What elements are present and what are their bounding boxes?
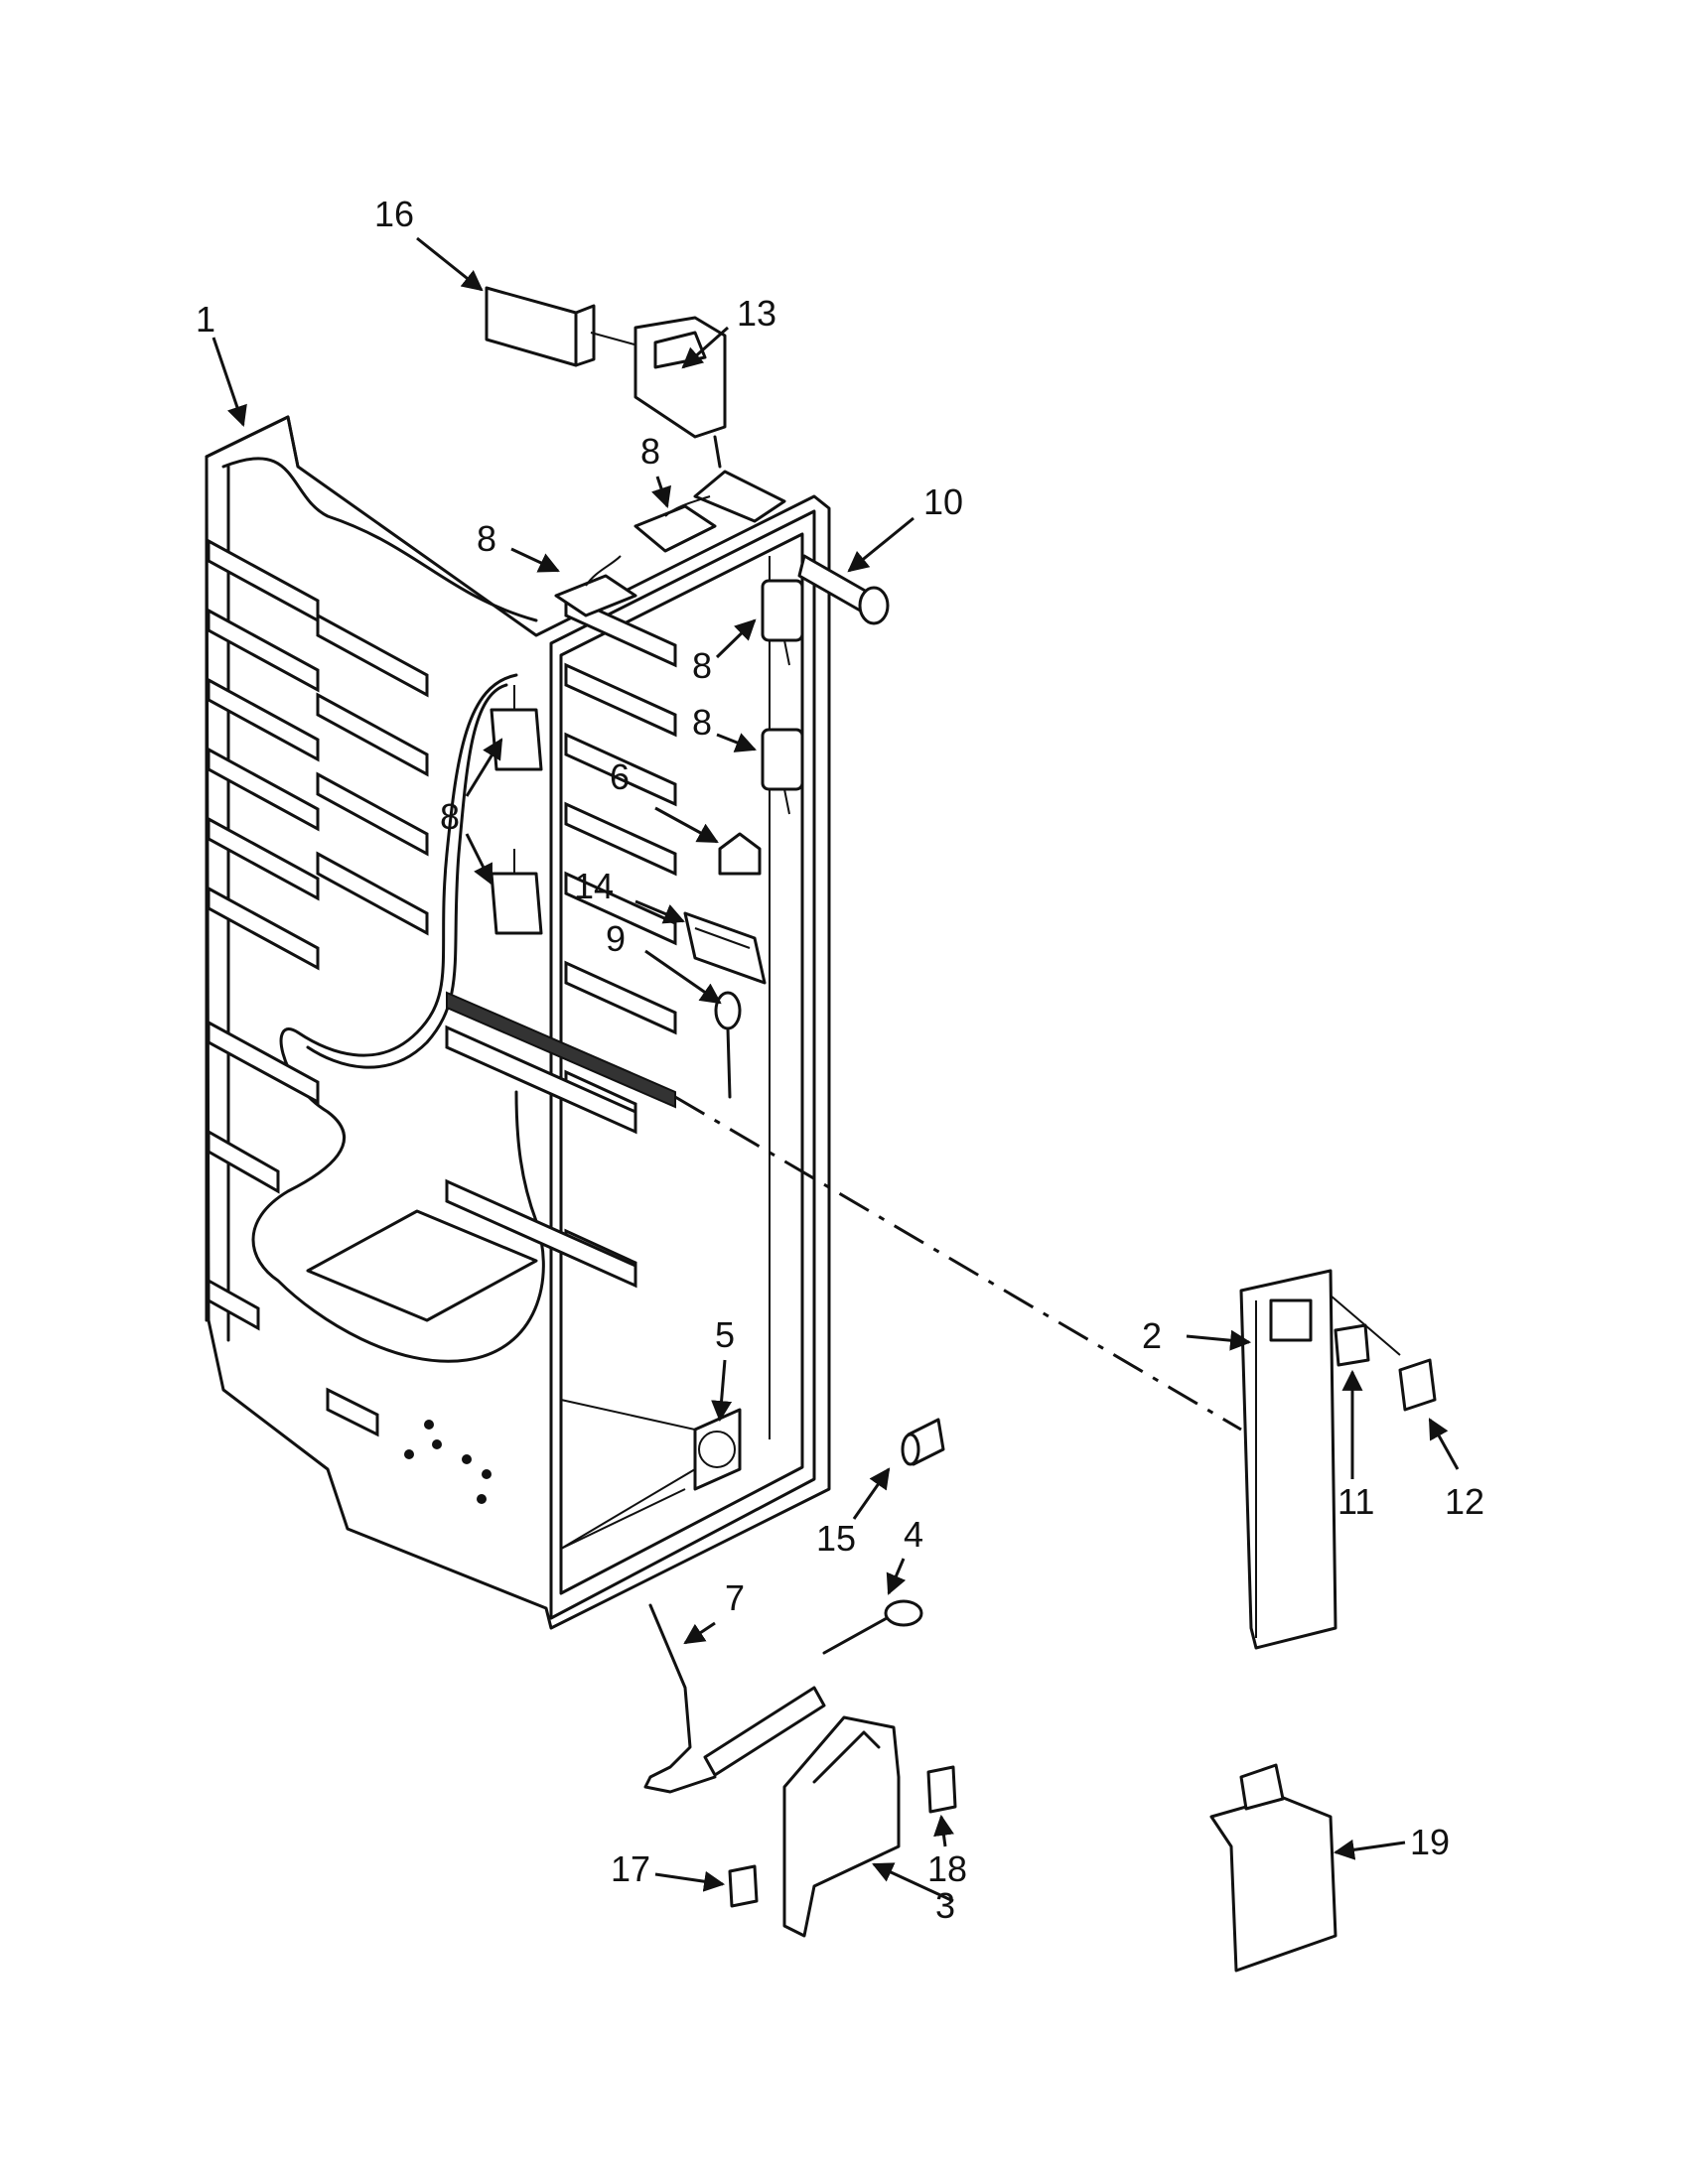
callout-19: 19: [1410, 1822, 1450, 1862]
housing-part-14: [683, 911, 767, 985]
callout-15: 15: [816, 1518, 856, 1559]
callout-5: 5: [715, 1314, 735, 1355]
control-panel-part-2: [1239, 1269, 1337, 1650]
callout-2: 2: [1142, 1315, 1162, 1356]
callout-16: 16: [374, 194, 414, 234]
callout-4: 4: [904, 1514, 923, 1555]
callout-8-wall: 8: [440, 796, 460, 837]
sensor-part-8-right-lower: [761, 728, 804, 815]
clip-part-6: [718, 832, 762, 876]
sensor-part-8-top-left: [554, 555, 637, 617]
cover-part-16: [485, 286, 646, 367]
callout-8-right-upper: 8: [692, 645, 712, 686]
callout-8-top-left: 8: [477, 518, 496, 559]
sensor-part-8-wall-upper: [490, 685, 543, 771]
thermistor-part-9: [714, 991, 742, 1099]
callout-3: 3: [935, 1885, 955, 1926]
heater-part-7: [643, 1603, 826, 1794]
sensor-part-8-wall-lower: [490, 849, 543, 935]
right-wall-rails: [445, 593, 677, 1289]
callout-8-right-lower: 8: [692, 702, 712, 743]
callout-6: 6: [610, 756, 630, 797]
sensor-part-8-right-upper: [761, 579, 804, 666]
callout-7: 7: [725, 1577, 745, 1618]
leader-lines: [211, 236, 1460, 1903]
air-duct-part-19: [1209, 1763, 1337, 1973]
callout-13: 13: [737, 293, 776, 334]
light-tube-part-10: [797, 554, 890, 625]
overlay-part-12: [1398, 1358, 1437, 1412]
callout-18: 18: [927, 1848, 967, 1889]
callout-17: 17: [611, 1848, 650, 1889]
callout-10: 10: [923, 481, 963, 522]
callout-11: 11: [1337, 1481, 1374, 1522]
block-part-17: [728, 1864, 759, 1908]
clip-part-18: [926, 1765, 957, 1814]
callout-14: 14: [574, 866, 614, 906]
button-part-11: [1334, 1323, 1370, 1367]
left-wall-rails: [207, 538, 429, 1437]
callout-labels: 1 2 3 4 5 6 7 8 8 8 8 8 9 10 11 12 13 14…: [196, 194, 1484, 1926]
callout-8-top: 8: [640, 431, 660, 472]
probe-part-4: [822, 1599, 923, 1655]
lamp-socket-part-15: [901, 1418, 945, 1466]
sensor-part-8-top: [633, 495, 717, 553]
callout-1: 1: [196, 299, 215, 340]
duct-part-3: [782, 1715, 901, 1938]
callout-9: 9: [606, 918, 626, 959]
callout-12: 12: [1445, 1481, 1484, 1522]
fan-part-5: [693, 1408, 742, 1491]
